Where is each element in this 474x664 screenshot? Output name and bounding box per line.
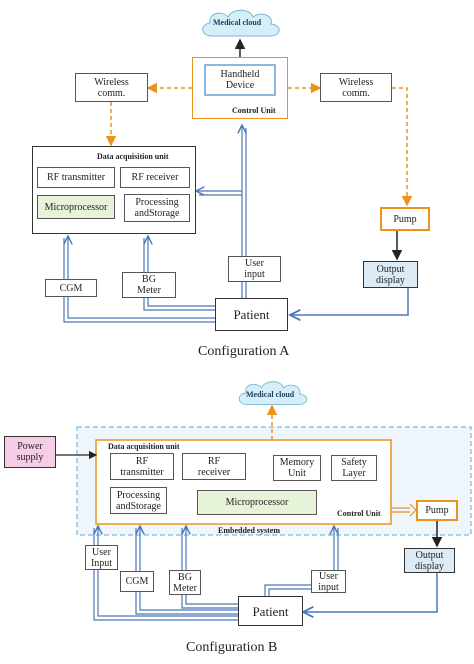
- user-input-left-b: User Input: [85, 545, 118, 570]
- arrow-output-to-patient-a: [290, 288, 409, 315]
- output-display-a: Output display: [363, 261, 418, 288]
- patient-a: Patient: [215, 298, 288, 331]
- power-supply-b: Power supply: [4, 436, 56, 468]
- microprocessor-a: Microprocessor: [37, 195, 115, 219]
- cloud-label-b: Medical cloud: [246, 390, 295, 399]
- arrow-output-to-patient-b: [303, 573, 438, 612]
- cgm-b: CGM: [120, 571, 154, 592]
- arrow-wireless-to-pump-a: [392, 87, 413, 207]
- patient-b: Patient: [238, 596, 303, 626]
- cloud-icon: [238, 381, 308, 405]
- control-unit-a: Handheld Device: [192, 57, 288, 119]
- pump-a: Pump: [380, 207, 430, 231]
- control-unit-label-b: Control Unit: [337, 509, 381, 518]
- rf-transmitter-b: RF transmitter: [110, 453, 174, 480]
- arrow-patient-to-system-b: [98, 526, 238, 617]
- control-unit-label-a: Control Unit: [232, 106, 276, 115]
- user-input-a: User input: [228, 256, 281, 282]
- cgm-a: CGM: [45, 279, 97, 297]
- handheld-device: Handheld Device: [204, 64, 276, 96]
- safety-layer-b: Safety Layer: [331, 455, 377, 481]
- embedded-system-label: Embedded system: [218, 526, 281, 535]
- output-display-b: Output display: [404, 548, 455, 573]
- rf-receiver-b: RF receiver: [182, 453, 246, 480]
- cloud-label-a: Medical cloud: [213, 18, 262, 27]
- cloud-icon: [202, 9, 280, 37]
- wireless-comm-right-a: Wireless comm.: [320, 73, 392, 102]
- user-input-right-b: User input: [311, 570, 346, 593]
- caption-configuration-b: Configuration B: [186, 640, 278, 655]
- caption-configuration-a: Configuration A: [198, 344, 290, 359]
- rf-transmitter-a: RF transmitter: [37, 167, 115, 188]
- arrow-patient-to-daq-a: [68, 236, 215, 319]
- wireless-comm-left-a: Wireless comm.: [75, 73, 148, 102]
- daq-title-b: Data acquisition unit: [108, 442, 180, 451]
- processing-storage-a: Processing andStorage: [124, 194, 190, 222]
- pump-b: Pump: [416, 500, 458, 521]
- rf-receiver-a: RF receiver: [120, 167, 190, 188]
- daq-title-a: Data acquisition unit: [97, 152, 169, 161]
- bg-meter-a: BG Meter: [122, 272, 176, 298]
- processing-storage-b: Processing andStorage: [110, 487, 167, 514]
- bg-meter-b: BG Meter: [169, 570, 201, 595]
- memory-unit-b: Memory Unit: [273, 455, 321, 481]
- microprocessor-b: Microprocessor: [197, 490, 317, 515]
